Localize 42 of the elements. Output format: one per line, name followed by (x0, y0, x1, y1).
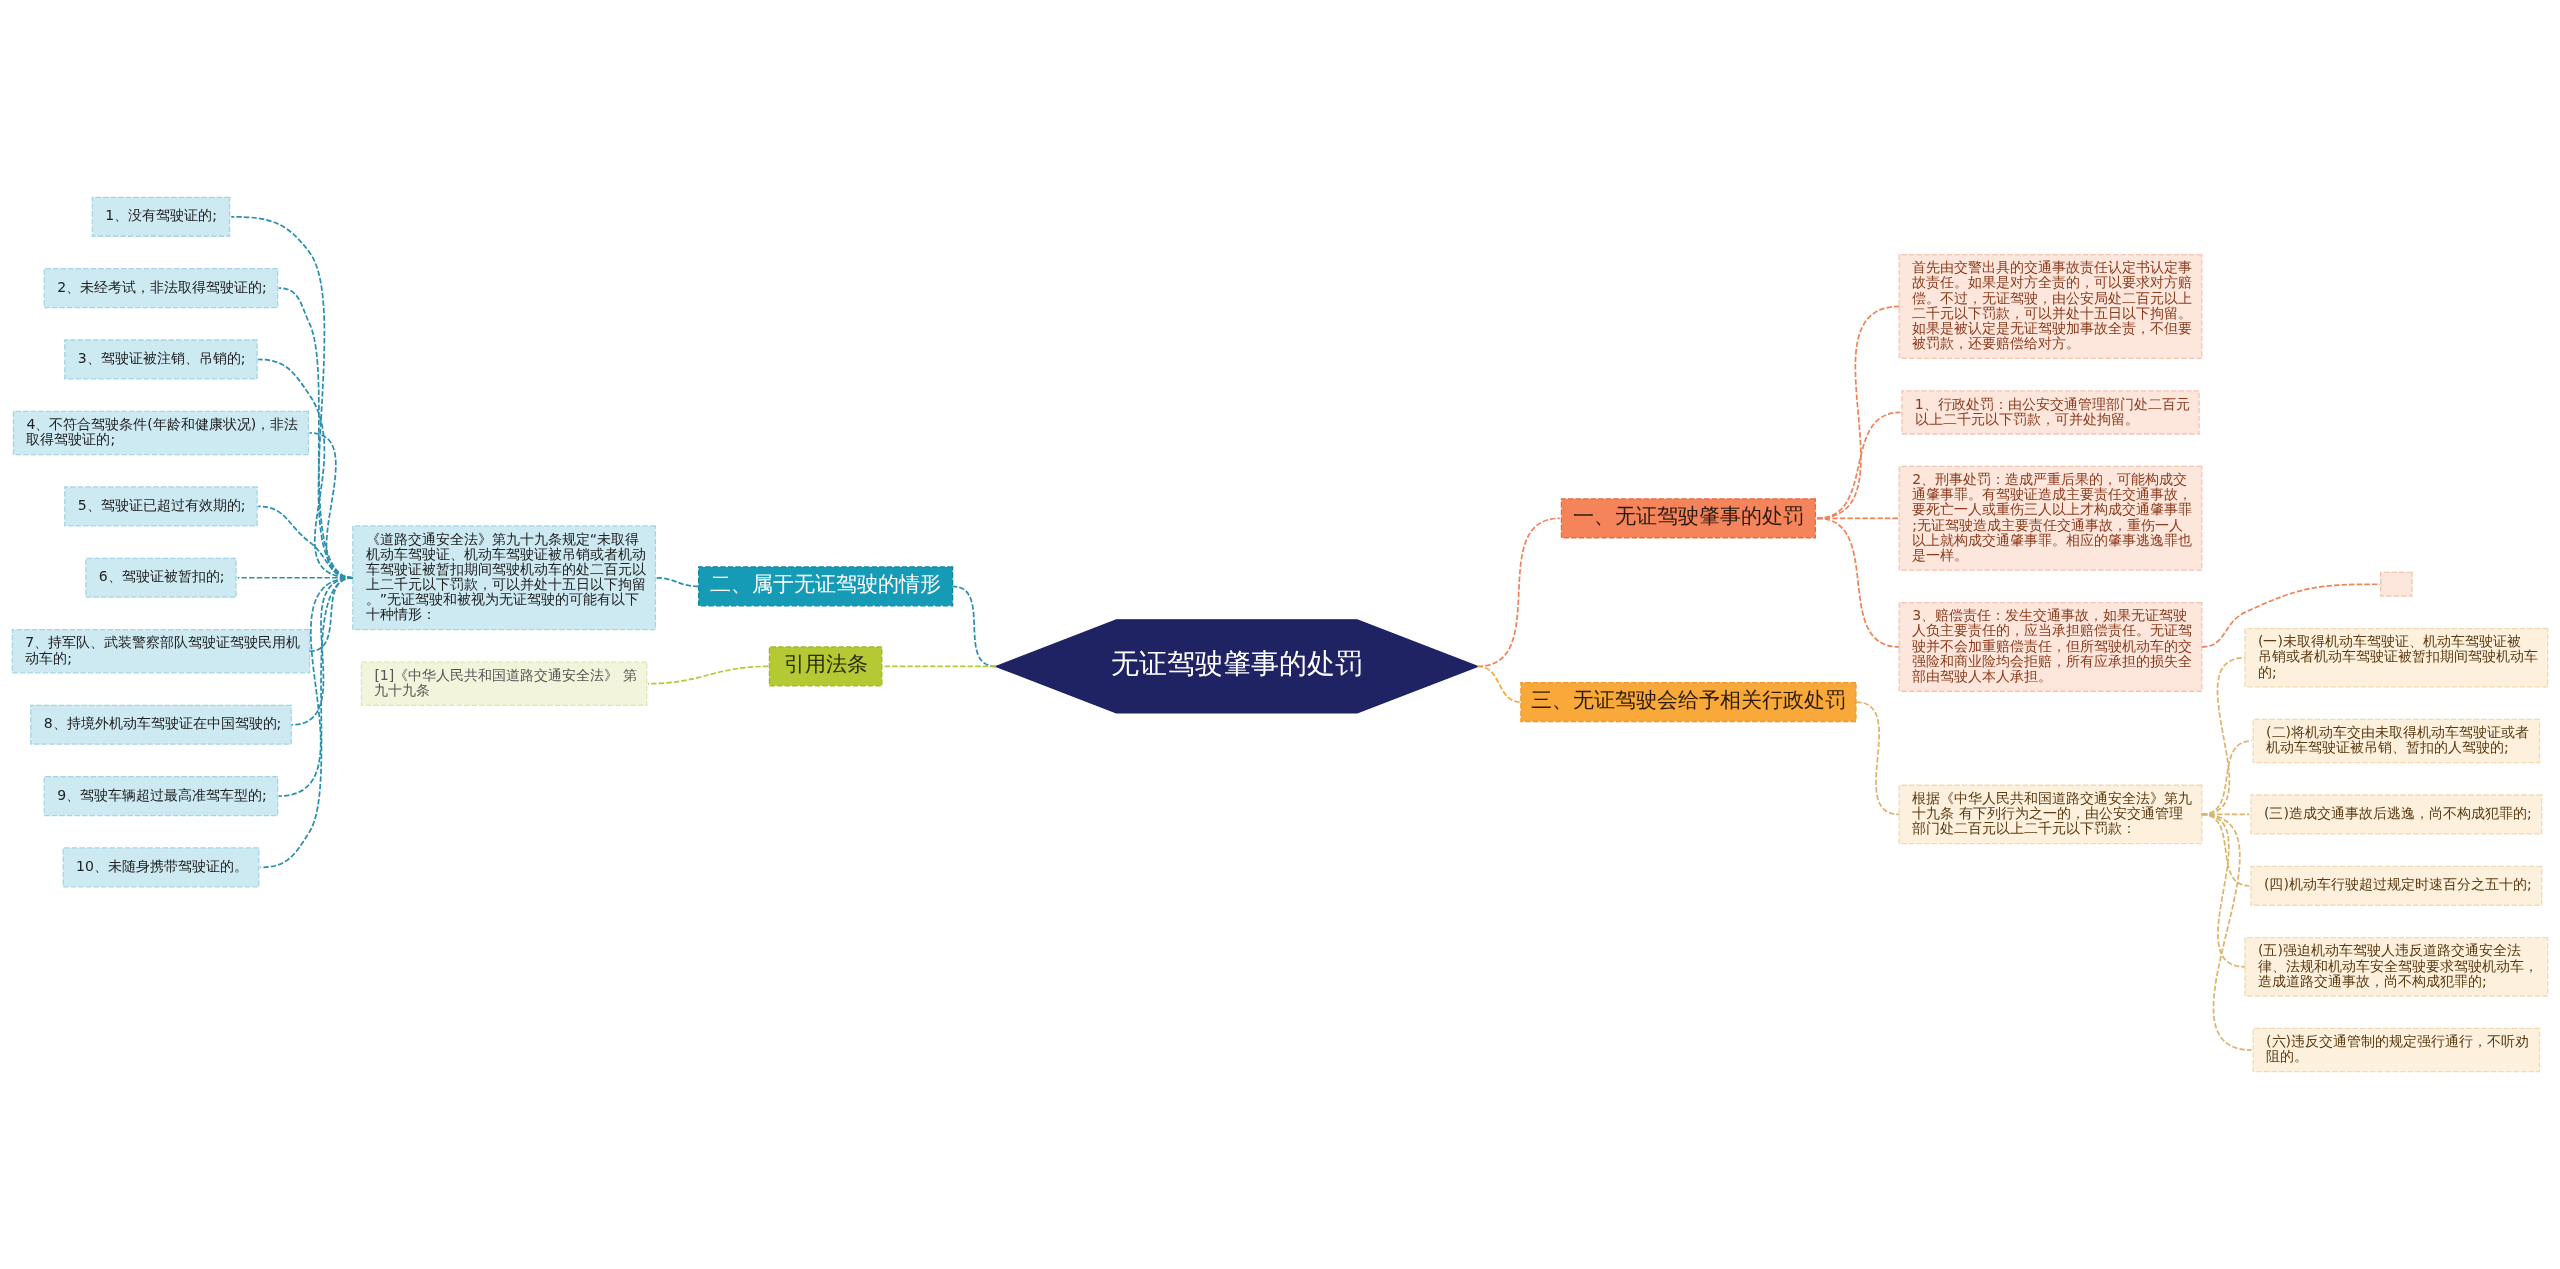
connector (1855, 701, 1901, 816)
connector (1816, 517, 1901, 648)
node-box: 7、持军队、武装警察部队驾驶证驾驶民用机动车的; (11, 629, 311, 674)
node-box: 6、驾驶证被暂扣的; (85, 557, 237, 598)
node-box: 8、持境外机动车驾驶证在中国驾驶的; (30, 704, 292, 745)
connector (1816, 517, 1901, 520)
node-box: (六)违反交通管制的规定强行通行，不听劝阻的。 (2252, 1027, 2541, 1073)
node-box: 2、未经考试，非法取得驾驶证的; (43, 268, 279, 309)
node-box: (二)将机动车交由未取得机动车驾驶证或者机动车驾驶证被吊销、暂扣的人驾驶的; (2252, 718, 2541, 764)
node-box: 一、无证驾驶肇事的处罚 (1560, 498, 1817, 539)
node-box: 引用法条 (768, 646, 883, 687)
connector (646, 665, 770, 685)
connector (2200, 813, 2253, 1051)
node-box: [1]《中华人民共和国道路交通安全法》 第九十九条 (360, 661, 648, 706)
connector (1476, 665, 1522, 703)
connector (1816, 411, 1902, 520)
connector (654, 576, 700, 588)
connector (1816, 305, 1901, 520)
connector (2200, 740, 2253, 816)
node-box: 9、驾驶车辆超过最高准驾车型的; (43, 775, 279, 817)
node-box (2380, 571, 2413, 597)
connector (882, 665, 997, 668)
connector (259, 576, 354, 869)
node-box: (四)机动车行驶超过规定时速百分之五十的; (2250, 865, 2543, 906)
node-box: 1、没有驾驶证的; (91, 196, 231, 237)
node-box: 二、属于无证驾驶的情形 (698, 566, 954, 607)
connector (951, 585, 997, 668)
connector (1476, 517, 1561, 668)
node-box: 4、不符合驾驶条件(年龄和健康状况)，非法取得驾驶证的; (12, 410, 310, 456)
node-box: 1、行政处罚：由公安交通管理部门处二百元以上二千元以下罚款，可并处拘留。 (1901, 390, 2200, 435)
node-box: 3、驾驶证被注销、吊销的; (64, 339, 258, 380)
node-box: (五)强迫机动车驾驶人违反道路交通安全法律、法规和机动车安全驾驶要求驾驶机动车，造成道路交通事故，尚不构成犯罪的; (2244, 937, 2549, 997)
node-box: 根据《中华人民共和国道路交通安全法》第九十九条 有下列行为之一的，由公安交通管理部门处二百元以上二千元以下罚款： (1898, 784, 2203, 845)
node-box: 三、无证驾驶会给予相关行政处罚 (1520, 681, 1857, 723)
node-box: 2、刑事处罚：造成严重后果的，可能构成交通肇事罪。有驾驶证造成主要责任交通事故，要死亡一人或重伤三人以上才构成交通肇事罪;无证驾驶造成主要责任交通事故，重伤一人以上就构成交通肇事罪。相应的肇事逃逸罪也是一样。 (1898, 465, 2203, 571)
node-box: (三)造成交通事故后逃逸，尚不构成犯罪的; (2250, 794, 2543, 835)
node-box: 10、未随身携带驾驶证的。 (62, 847, 260, 888)
node-box: (一)未取得机动车驾驶证、机动车驾驶证被吊销或者机动车驾驶证被暂扣期间驾驶机动车的; (2244, 627, 2549, 688)
node-box: 《道路交通安全法》第九十九条规定“未取得机动车驾驶证、机动车驾驶证被吊销或者机动车驾驶证被暂扣期间驾驶机动车的处二百元以上二千元以下罚款，可以并处十五日以下拘留。”无证驾驶和被视为无证驾驶的可能有以下十种情形： (352, 525, 657, 631)
node-box: 5、驾驶证已超过有效期的; (64, 486, 258, 527)
node-box: 首先由交警出具的交通事故责任认定书认定事故责任。如果是对方全责的，可以要求对方赔偿。不过，无证驾驶，由公安局处二百元以上二千元以下罚款，可以并处十五日以下拘留。如果是被认定是无证驾驶加事故全责，不但要被罚款，还要赔偿给对方。 (1898, 253, 2203, 359)
node-box: 3、赔偿责任：发生交通事故，如果无证驾驶人负主要责任的，应当承担赔偿责任。无证驾驶并不会加重赔偿责任，但所驾驶机动车的交强险和商业险均会拒赔，所有应承担的损失全部由驾驶人本人承担。 (1898, 601, 2203, 692)
